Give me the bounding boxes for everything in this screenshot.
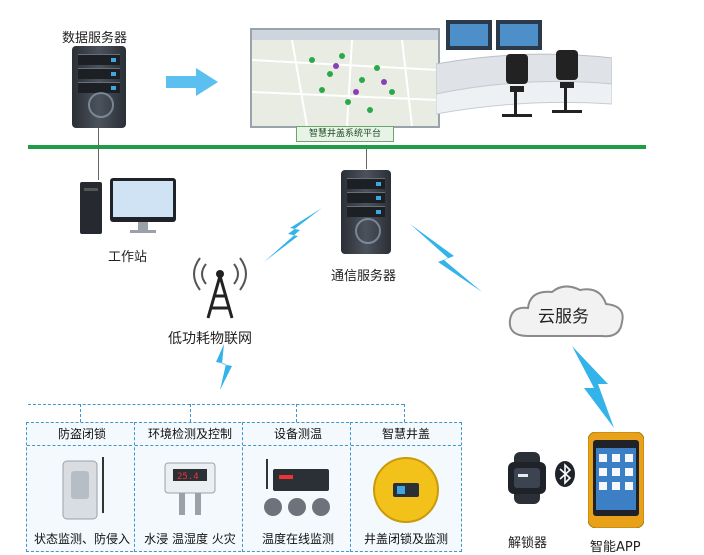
comm-server-icon <box>341 170 391 254</box>
panel-anti-theft: 防盗闭锁 状态监测、防侵入 <box>26 422 138 552</box>
cloud-label: 云服务 <box>538 307 589 327</box>
panel-caption: 状态监测、防侵入 <box>33 532 130 546</box>
lightning-icon <box>216 344 232 390</box>
antenna-tower-icon <box>193 257 247 319</box>
panel-title: 环境检测及控制 <box>135 423 245 446</box>
panel-temperature: 设备测温 温度在线监测 <box>242 422 354 552</box>
temperature-device-icon <box>264 459 330 516</box>
arrow-right-icon <box>166 68 218 96</box>
manhole-cover-icon <box>373 457 439 523</box>
panel-drop-line <box>80 404 81 422</box>
data-server-icon <box>72 46 126 128</box>
rugged-phone-icon <box>588 432 644 528</box>
app-label: 智能APP <box>590 540 641 555</box>
panel-drop-line <box>404 404 405 422</box>
panel-title: 防盗闭锁 <box>27 423 137 446</box>
lock-device-icon <box>62 457 104 520</box>
panel-drop-line <box>190 404 191 422</box>
panel-environment: 环境检测及控制 25.4 水浸 温湿度 火灾 <box>134 422 246 552</box>
panel-title: 智慧井盖 <box>351 423 461 446</box>
lightning-icon <box>264 208 322 262</box>
network-bus-line <box>28 145 646 149</box>
svg-text:25.4: 25.4 <box>177 472 199 482</box>
panel-drop-line <box>296 404 297 422</box>
lightning-icon <box>410 224 482 292</box>
control-room-icon <box>436 20 612 117</box>
connector-line <box>98 128 99 180</box>
workstation-label: 工作站 <box>108 250 148 265</box>
comm-server-label: 通信服务器 <box>331 269 397 284</box>
unlocker-label: 解锁器 <box>508 536 548 551</box>
sensor-icon: 25.4 <box>164 462 216 515</box>
connector-line <box>366 149 367 169</box>
panel-smart-cover: 智慧井盖 井盖闭锁及监测 <box>350 422 462 552</box>
panel-caption: 水浸 温湿度 火灾 <box>144 532 236 546</box>
panel-bus-line <box>28 404 404 405</box>
lpwan-label: 低功耗物联网 <box>168 331 252 347</box>
panel-caption: 温度在线监测 <box>261 532 334 546</box>
smartwatch-icon <box>508 452 546 504</box>
platform-label: 智慧井盖系统平台 <box>296 126 394 142</box>
data-server-label: 数据服务器 <box>62 31 128 46</box>
map-screen-icon <box>250 28 440 128</box>
cloud-icon <box>508 285 624 338</box>
bluetooth-icon <box>555 461 575 487</box>
panel-title: 设备测温 <box>243 423 353 446</box>
computer-icon <box>80 178 176 234</box>
lightning-icon <box>572 346 614 428</box>
panel-caption: 井盖闭锁及监测 <box>363 532 448 546</box>
